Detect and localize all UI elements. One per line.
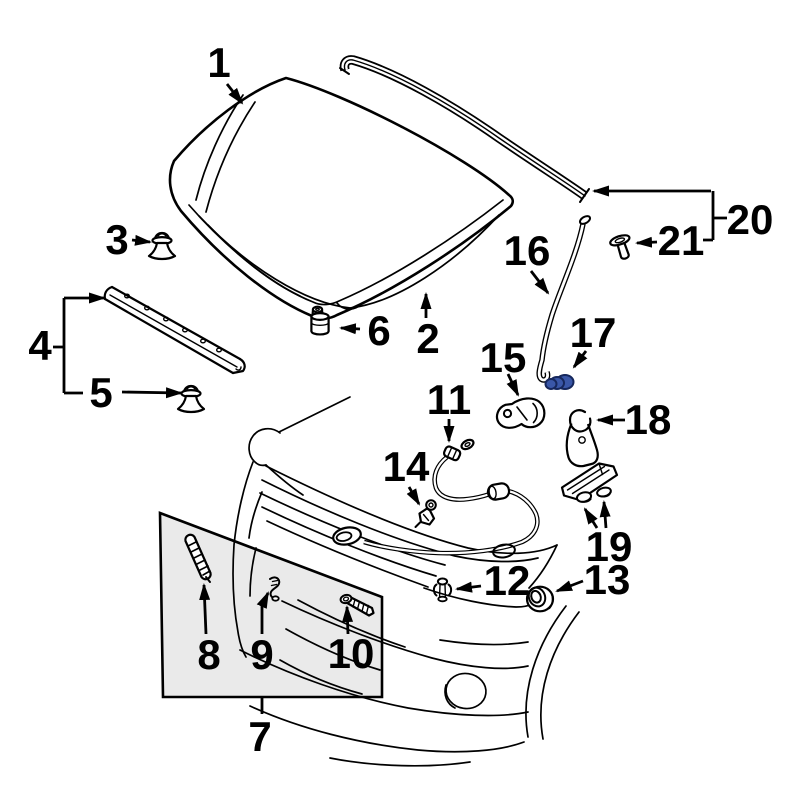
part-21-clip[interactable] [609,233,635,261]
callout-10[interactable]: 10 [328,630,375,677]
leader-21 [635,236,658,248]
callout-21[interactable]: 21 [658,217,705,264]
part-13-grommet[interactable] [525,585,555,613]
leader-8 [199,583,211,635]
callout-18[interactable]: 18 [625,396,672,443]
leader-3 [131,234,152,246]
part-10-screw[interactable] [339,593,375,617]
part-1-hood-panel[interactable] [168,76,515,320]
leader-12 [455,581,482,593]
leader-6 [339,323,361,335]
part-6-cushion[interactable] [310,305,330,336]
callout-9[interactable]: 9 [250,631,273,678]
leader-5 [121,387,183,399]
part-8-spring-screw[interactable] [184,533,212,583]
callout-labels: 1 2 3 4 5 6 7 8 9 10 11 12 13 14 15 16 1… [28,39,773,760]
callout-11[interactable]: 11 [427,376,471,423]
part-11-release-cable[interactable] [332,438,540,559]
part-3-clip[interactable] [147,231,177,261]
leader-19b [599,500,611,529]
callout-14[interactable]: 14 [383,443,430,490]
part-18-lock-hook[interactable] [560,409,619,502]
callout-1[interactable]: 1 [207,39,230,86]
part-9-clip[interactable] [269,576,281,602]
cable-connector [486,482,511,501]
callout-19[interactable]: 19 [586,523,633,570]
leader-15 [506,373,520,397]
cable-end-fitting [442,445,462,462]
leader-19a [583,507,599,529]
callout-8[interactable]: 8 [197,631,220,678]
callout-5[interactable]: 5 [89,369,112,416]
callout-13[interactable]: 13 [584,556,631,603]
leader-14 [406,486,421,506]
leader-9 [256,591,270,634]
bar-holes [123,293,222,353]
leader-10 [342,605,354,635]
fog-lamp [445,672,487,710]
callout-20[interactable]: 20 [727,196,774,243]
leader-lines [53,83,727,714]
callout-17[interactable]: 17 [570,309,617,356]
part-12-clip[interactable] [432,577,453,603]
part-20-weatherstrip[interactable] [339,55,590,203]
part-16-support-rod[interactable] [536,214,592,383]
leader-1 [225,83,244,105]
callout-2[interactable]: 2 [416,315,439,362]
inset-box-fill[interactable] [160,513,382,697]
leader-16 [529,270,550,295]
leader-4-bracket [53,298,83,395]
leader-20-bracket [703,191,727,242]
part-15-rod-holder[interactable] [495,397,546,429]
callout-15[interactable]: 15 [480,334,527,381]
callout-7[interactable]: 7 [248,713,271,760]
cable-eyelet [460,438,475,451]
part-5-clip[interactable] [176,384,206,414]
callout-6[interactable]: 6 [367,307,390,354]
callout-12[interactable]: 12 [484,557,531,604]
part-19-seals[interactable] [575,486,612,503]
inset-box-border [158,511,384,699]
release-handle [332,526,362,546]
part-4-seal-retainer-bar[interactable] [103,285,246,375]
cable-grommet-ring [492,543,516,559]
callout-4[interactable]: 4 [28,322,52,369]
leader-13 [555,579,584,593]
leader-17 [572,350,588,369]
part-17-grommet-highlighted[interactable] [544,374,575,390]
callout-16[interactable]: 16 [504,227,551,274]
callout-3[interactable]: 3 [105,216,128,263]
part-14-cable-clip[interactable] [414,499,437,528]
